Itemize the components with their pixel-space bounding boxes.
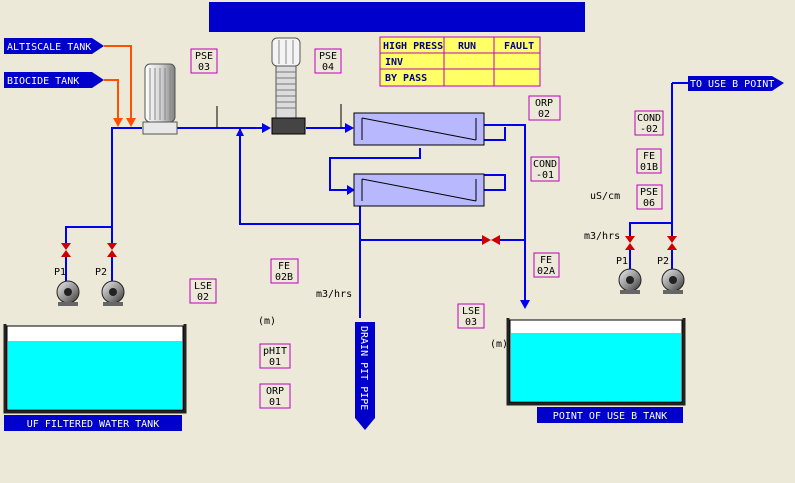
svg-text:ORP: ORP (266, 386, 284, 397)
svg-text:PSE: PSE (319, 51, 337, 62)
uf-tank-label: UF FILTERED WATER TANK (4, 415, 182, 431)
svg-text:06: 06 (643, 198, 655, 209)
valve-left-p1[interactable] (61, 243, 71, 282)
status-header-run: RUN (458, 41, 476, 52)
process-piping (65, 82, 688, 318)
svg-text:LSE: LSE (194, 281, 212, 292)
valve-right-p2[interactable] (667, 236, 677, 270)
altiscale-tank-tag[interactable]: ALTISCALE TANK (4, 38, 104, 54)
tag-cond01[interactable]: COND-01 (530, 156, 560, 182)
valve-left-p2[interactable] (107, 243, 117, 282)
drain-pit-pipe[interactable]: DRAIN PIT PIPE (355, 322, 375, 430)
svg-text:-02: -02 (640, 124, 658, 135)
unit-conductivity: uS/cm (590, 191, 620, 202)
svg-text:03: 03 (465, 317, 477, 328)
svg-text:PSE: PSE (195, 51, 213, 62)
svg-text:FE: FE (540, 255, 552, 266)
unit-level-left: (m) (258, 316, 276, 327)
status-header-fault: FAULT (504, 41, 534, 52)
unit-flow-right: m3/hrs (584, 231, 620, 242)
unit-level-right: (m) (490, 339, 508, 350)
svg-text:FE: FE (278, 261, 290, 272)
title-banner (209, 2, 585, 32)
pump-right-p1-label: P1 (616, 256, 628, 267)
pump-left-p1-label: P1 (54, 267, 66, 278)
svg-text:COND: COND (533, 159, 557, 170)
svg-text:FE: FE (643, 151, 655, 162)
svg-text:01: 01 (269, 397, 281, 408)
svg-text:02A: 02A (537, 266, 555, 277)
ro-membrane-1[interactable] (353, 112, 485, 146)
tag-cond02[interactable]: COND-02 (634, 110, 664, 136)
pump-right-p2-label: P2 (657, 256, 669, 267)
svg-text:ORP: ORP (535, 98, 553, 109)
pou-tank-label: POINT OF USE B TANK (537, 407, 683, 423)
uf-filtered-water-tank[interactable] (3, 324, 187, 414)
svg-text:DRAIN PIT PIPE: DRAIN PIT PIPE (358, 326, 369, 410)
svg-text:ALTISCALE TANK: ALTISCALE TANK (7, 42, 91, 53)
to-use-b-point-tag[interactable]: TO USE B POINT (688, 76, 784, 91)
svg-text:pHIT: pHIT (263, 346, 287, 357)
pump-left-p1[interactable]: P1 (54, 267, 80, 306)
svg-text:03: 03 (198, 62, 210, 73)
pump-left-p2-label: P2 (95, 267, 107, 278)
status-header-high-press: HIGH PRESS (383, 41, 443, 52)
pump-right-p1[interactable]: P1 (616, 256, 642, 294)
cartridge-filter[interactable] (142, 63, 178, 135)
svg-text:04: 04 (322, 62, 334, 73)
svg-text:POINT OF USE B TANK: POINT OF USE B TANK (553, 411, 667, 422)
status-row-bypass: BY PASS (385, 73, 427, 84)
status-row-inv: INV (385, 57, 403, 68)
unit-flow-mid: m3/hrs (316, 289, 352, 300)
high-pressure-pump[interactable] (271, 37, 306, 135)
svg-text:01B: 01B (640, 162, 658, 173)
feed-lines (104, 45, 136, 127)
valve-right-p1[interactable] (625, 236, 635, 270)
ro-membrane-2[interactable] (353, 173, 485, 207)
pump-left-p2[interactable]: P2 (95, 267, 125, 306)
point-of-use-b-tank[interactable] (506, 318, 686, 406)
pump-right-p2[interactable]: P2 (657, 256, 685, 294)
svg-text:LSE: LSE (462, 306, 480, 317)
svg-text:BIOCIDE TANK: BIOCIDE TANK (7, 76, 79, 87)
svg-text:UF FILTERED WATER TANK: UF FILTERED WATER TANK (27, 419, 159, 430)
svg-text:COND: COND (637, 113, 661, 124)
bypass-valve[interactable] (482, 235, 500, 245)
svg-text:PSE: PSE (640, 187, 658, 198)
biocide-tank-tag[interactable]: BIOCIDE TANK (4, 72, 104, 88)
status-table: HIGH PRESS RUN FAULT INV BY PASS (379, 36, 541, 87)
svg-text:TO USE B POINT: TO USE B POINT (690, 79, 774, 90)
svg-text:02: 02 (538, 109, 550, 120)
svg-text:01: 01 (269, 357, 281, 368)
svg-text:02: 02 (197, 292, 209, 303)
svg-text:-01: -01 (536, 170, 554, 181)
svg-text:02B: 02B (275, 272, 293, 283)
